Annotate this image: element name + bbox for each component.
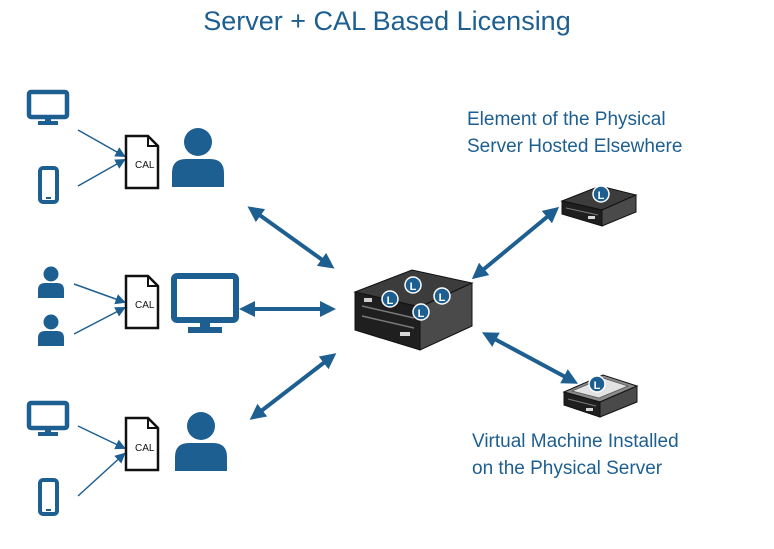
diagram-title: Server + CAL Based Licensing	[203, 6, 571, 36]
caption-line: Element of the Physical	[467, 109, 666, 130]
caption-line: Server Hosted Elsewhere	[467, 136, 683, 157]
svg-text:L: L	[418, 308, 425, 320]
bidirectional-arrow	[471, 206, 560, 280]
phone-icon	[38, 478, 59, 516]
bidirectional-arrow	[247, 206, 335, 269]
license-badge: L	[404, 276, 422, 294]
svg-text:L: L	[439, 292, 446, 304]
connector-line	[77, 158, 126, 187]
monitor-icon	[29, 92, 67, 125]
svg-text:L: L	[594, 380, 601, 392]
user-small-icon	[38, 314, 64, 346]
connector-line	[73, 283, 126, 305]
connector-line	[77, 452, 126, 497]
license-badge: L	[433, 287, 451, 305]
monitor-icon	[29, 403, 67, 436]
bidirectional-arrow	[249, 353, 337, 420]
svg-text:L: L	[598, 190, 605, 202]
cal-label: CAL	[135, 300, 155, 311]
user-small-icon	[38, 266, 64, 298]
cal-label: CAL	[135, 160, 155, 171]
phone-icon	[38, 166, 59, 204]
license-badge: L	[592, 185, 610, 203]
connector-line	[73, 307, 126, 335]
virtual-machine-caption: Virtual Machine Installed on the Physica…	[472, 428, 679, 482]
svg-text:L: L	[410, 281, 417, 293]
bidirectional-arrow	[481, 332, 579, 384]
license-badge: L	[588, 375, 606, 393]
user-icon	[172, 128, 224, 187]
connector-line	[77, 425, 126, 450]
physical-server-caption: Element of the Physical Server Hosted El…	[467, 106, 682, 160]
caption-line: Virtual Machine Installed	[472, 431, 679, 452]
license-badge: L	[381, 290, 399, 308]
monitor-large-icon	[174, 276, 236, 333]
user-icon	[175, 412, 227, 471]
connector-line	[77, 129, 126, 158]
license-badge: L	[412, 303, 430, 321]
svg-text:L: L	[387, 295, 394, 307]
cal-label: CAL	[135, 443, 155, 454]
caption-line: on the Physical Server	[472, 458, 663, 479]
